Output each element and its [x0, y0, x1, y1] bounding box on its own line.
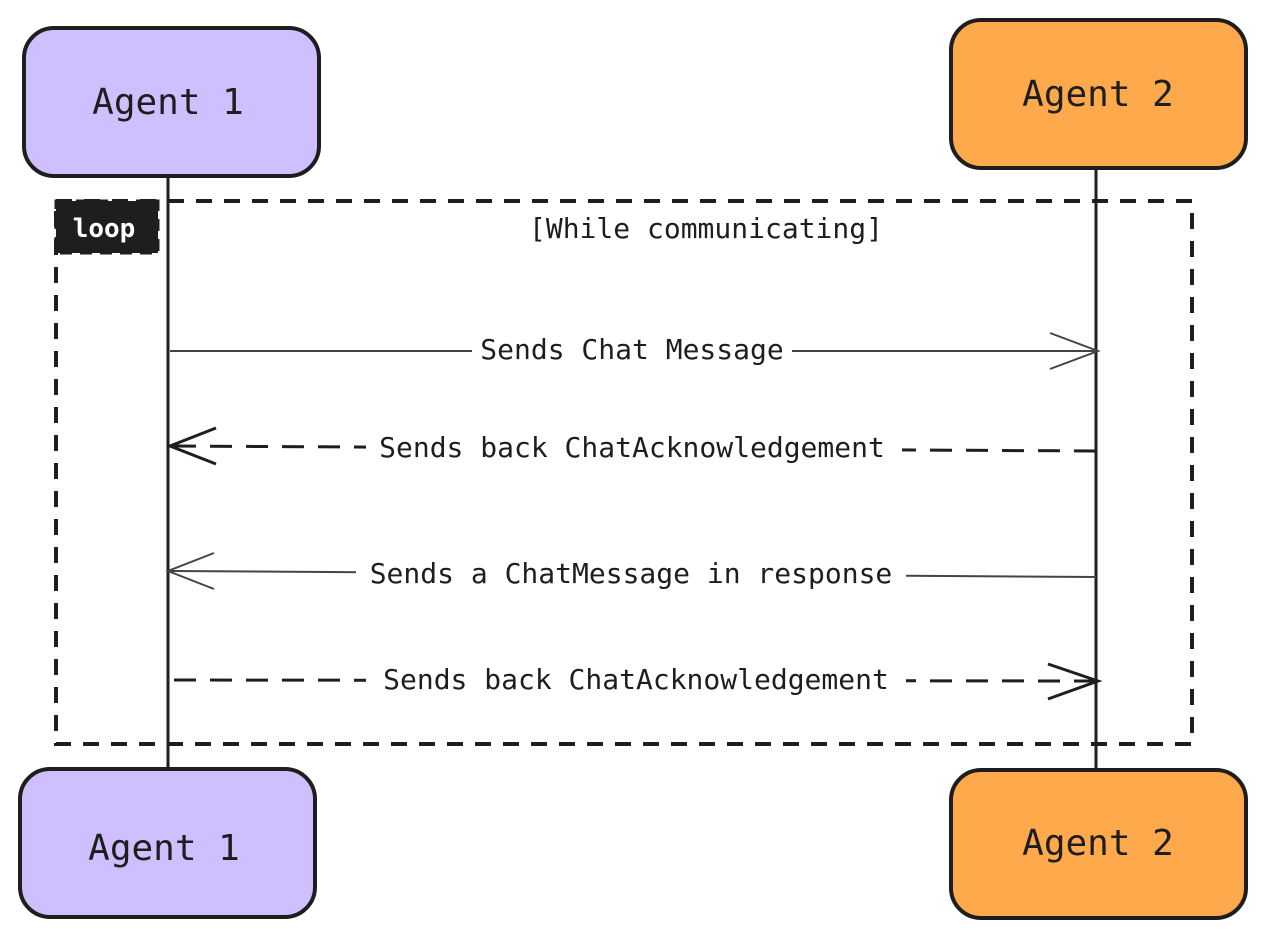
loop-condition: [While communicating] [529, 212, 883, 245]
message-2: Sends back ChatAcknowledgement [165, 426, 1097, 468]
arrowhead-right-icon [1047, 662, 1103, 701]
message-4-label: Sends back ChatAcknowledgement [383, 663, 889, 696]
message-4: Sends back ChatAcknowledgement [173, 660, 1103, 702]
message-2-label: Sends back ChatAcknowledgement [379, 431, 885, 464]
participant-agent-2-top: Agent 2 [949, 18, 1248, 170]
participant-agent-1-top-label: Agent 1 [92, 82, 244, 123]
arrowhead-left-icon [165, 426, 217, 466]
message-3-label: Sends a ChatMessage in response [370, 557, 893, 590]
participant-agent-1-bottom-label: Agent 1 [88, 828, 240, 869]
message-3: Sends a ChatMessage in response [165, 552, 1097, 594]
participant-agent-2-bottom: Agent 2 [949, 768, 1248, 920]
loop-keyword: loop [73, 214, 136, 244]
message-1: Sends Chat Message [170, 330, 1101, 370]
arrowhead-left-icon [165, 552, 215, 590]
participant-agent-2-bottom-label: Agent 2 [1022, 823, 1174, 864]
loop-frame [54, 199, 1194, 746]
message-1-label: Sends Chat Message [480, 333, 783, 366]
participant-agent-1-bottom: Agent 1 [18, 767, 317, 919]
participant-agent-1-top: Agent 1 [22, 26, 321, 178]
loop-tag: loop [54, 199, 160, 255]
arrowhead-right-icon [1049, 332, 1101, 370]
participant-agent-2-top-label: Agent 2 [1022, 74, 1174, 115]
